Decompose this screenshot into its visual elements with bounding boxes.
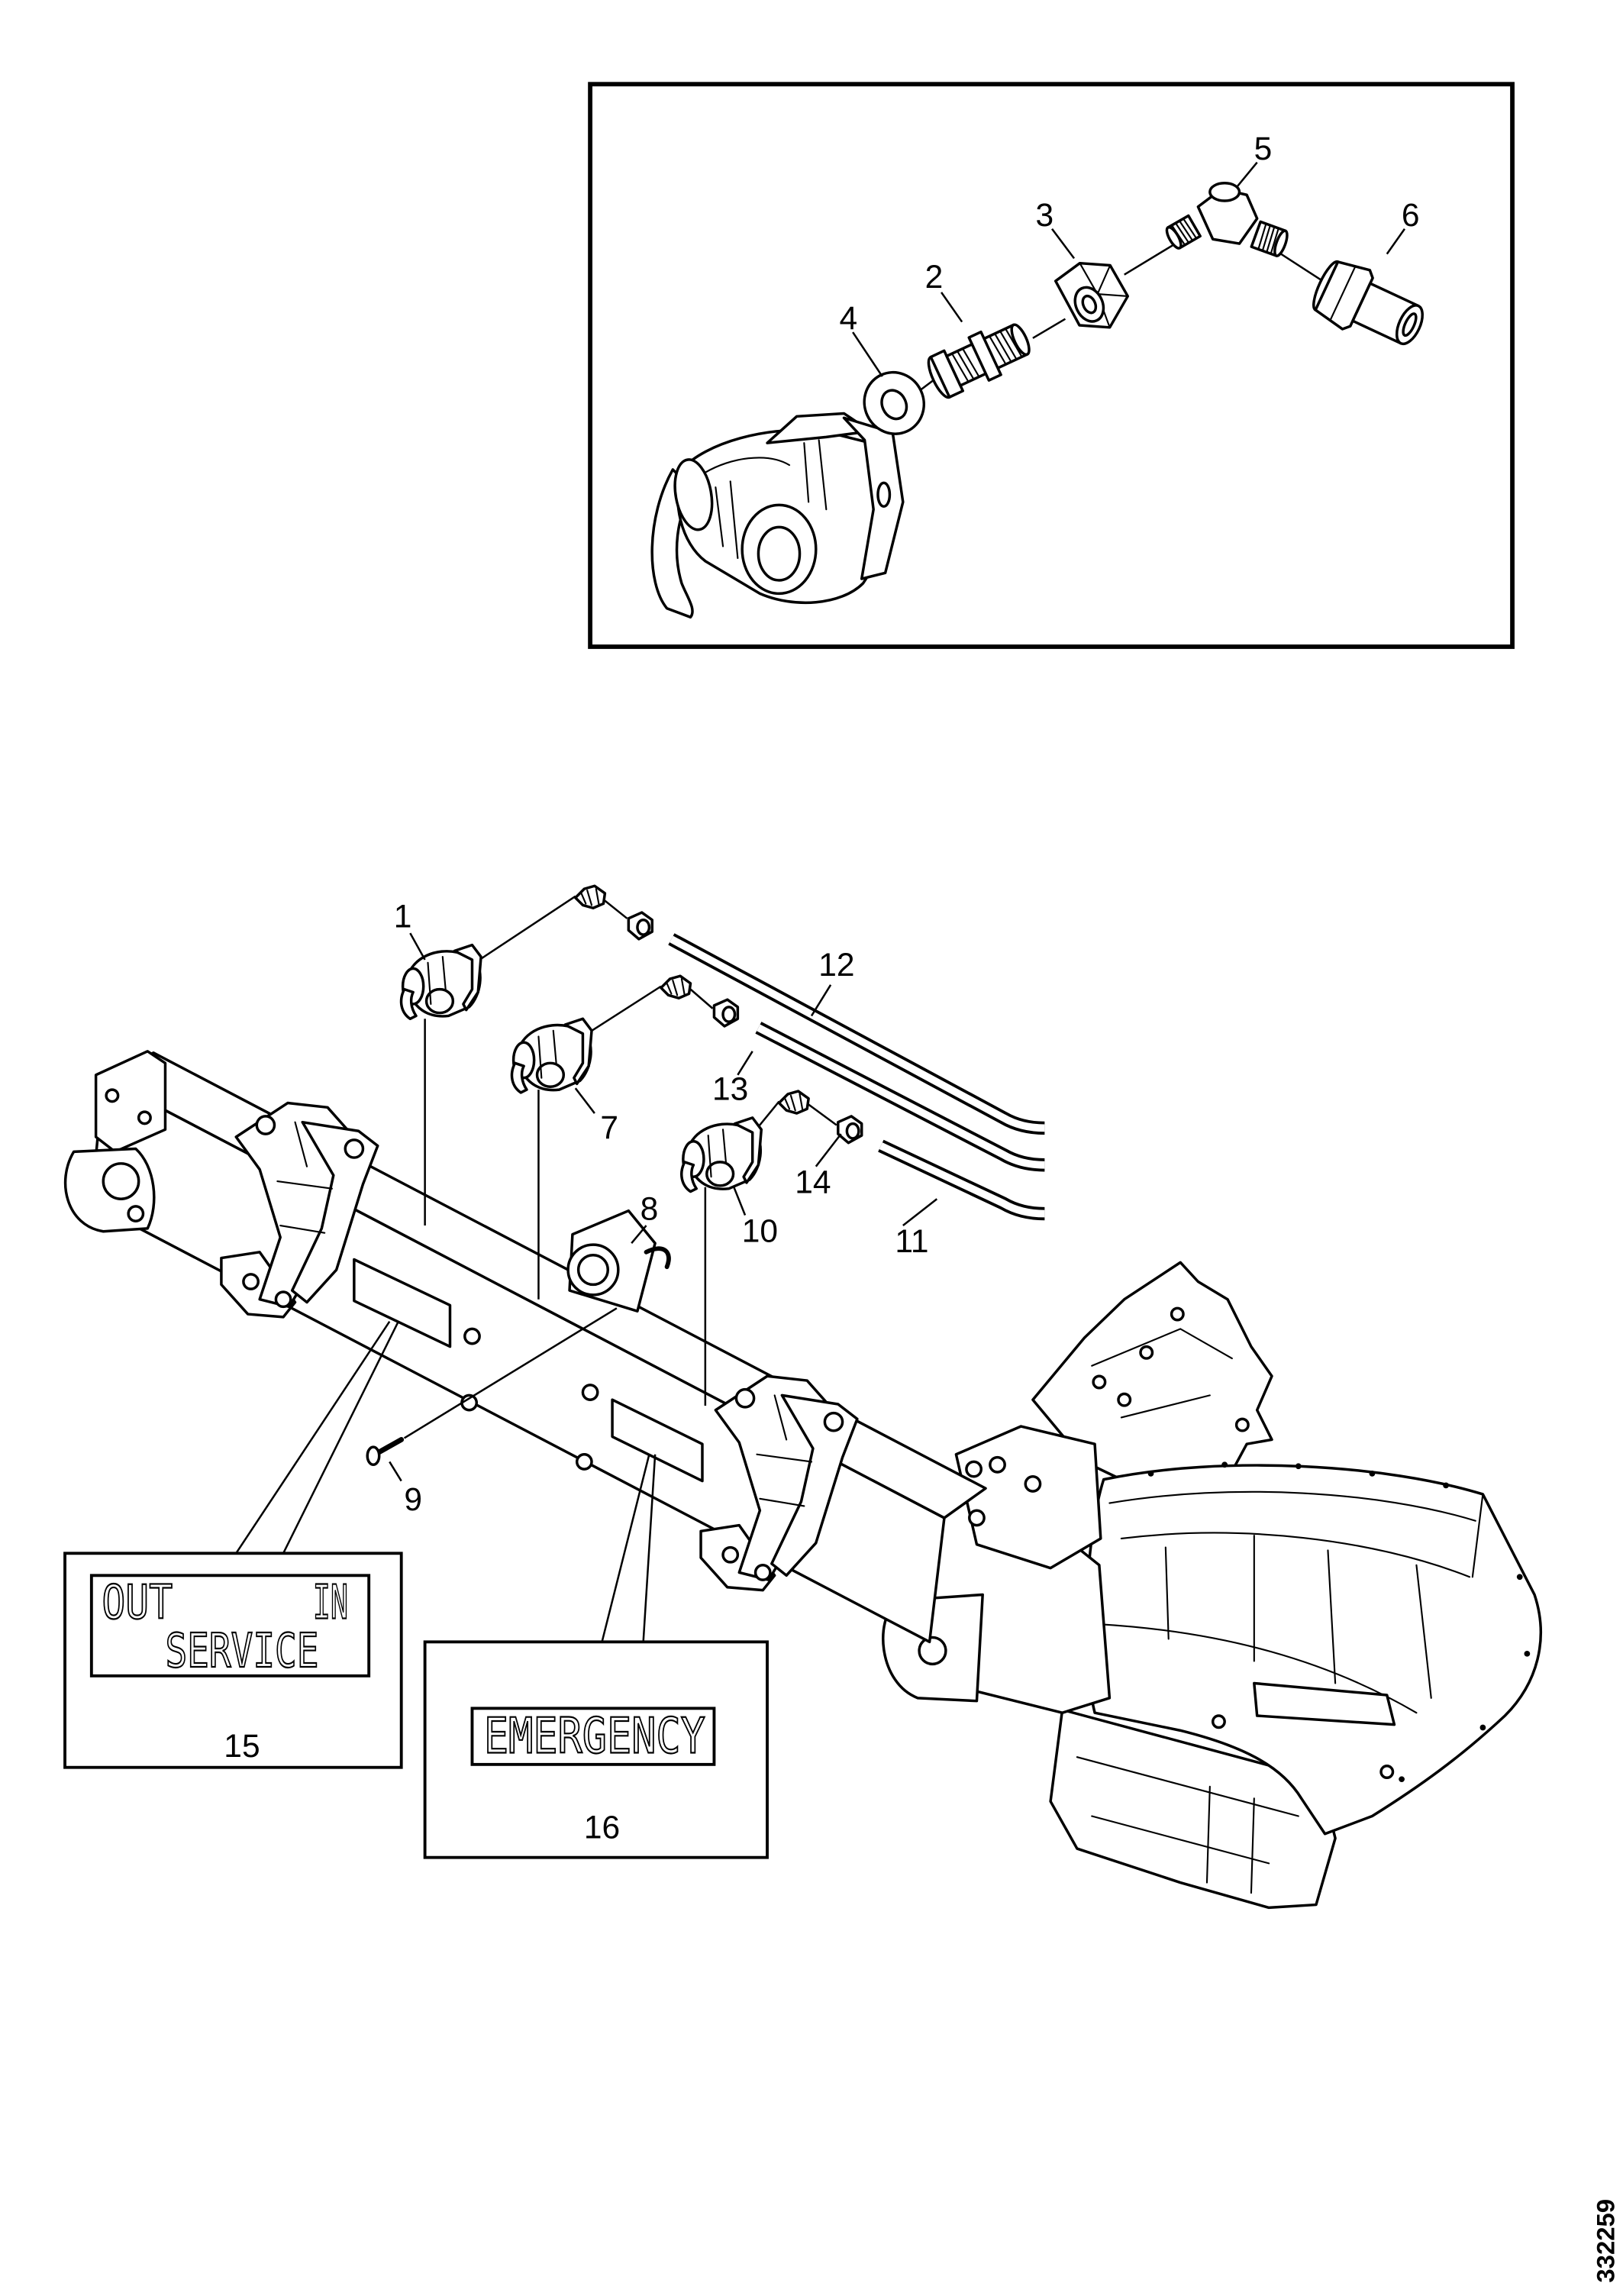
label-plate-service: [353, 1258, 452, 1348]
coupling-7: [510, 1017, 593, 1094]
service-label-out: OUT: [102, 1574, 173, 1629]
service-label-detail: OUT IN SERVICE 15: [63, 1552, 403, 1769]
callout-14: 14: [795, 1164, 831, 1200]
electrical-receptacle: [566, 1209, 671, 1313]
hose-13: [755, 1022, 1045, 1172]
assembly-lines: [403, 895, 837, 1439]
emergency-label-detail: EMERGENCY 16: [423, 1640, 769, 1859]
callout-13: 13: [712, 1071, 748, 1108]
bolt: [366, 1437, 405, 1467]
figure-id: 332259: [1591, 2199, 1619, 2283]
hose-fitting-7: [712, 998, 740, 1028]
hose-11: [878, 1139, 1045, 1221]
hose-fitting-1: [627, 911, 654, 941]
label-leader-lines: [235, 1321, 657, 1642]
threaded-connector: [927, 323, 1031, 399]
service-label: [89, 1574, 371, 1678]
coupling-10: [680, 1116, 763, 1193]
callout-10: 10: [742, 1213, 778, 1249]
service-label-service: SERVICE: [165, 1623, 318, 1678]
callout-2: 2: [925, 259, 944, 295]
callout-3: 3: [1036, 197, 1054, 234]
coupling-1: [399, 943, 482, 1021]
callout-1: 1: [394, 898, 412, 935]
service-label-in: IN: [313, 1574, 348, 1629]
callout-15: 15: [224, 1728, 260, 1765]
adapter-fitting: [1312, 260, 1424, 346]
callout-9: 9: [404, 1481, 422, 1518]
elbow-fitting-1: [574, 884, 607, 910]
label-plate-emergency: [611, 1398, 704, 1483]
callout-16: 16: [584, 1810, 620, 1846]
inset-frame: [588, 82, 1515, 649]
callout-6: 6: [1402, 197, 1420, 234]
callout-4: 4: [839, 300, 857, 337]
callout-11: 11: [895, 1223, 928, 1260]
callout-5: 5: [1254, 131, 1273, 167]
gladhand-coupling: [650, 412, 905, 619]
hose-fitting-14: [837, 1115, 863, 1145]
leader-lines-inset: [852, 161, 1405, 377]
hex-nut: [1053, 261, 1130, 329]
frame-tower: [1031, 1261, 1273, 1481]
inset-detail: 5 3 6 2 4: [588, 82, 1515, 649]
elbow-fitting-7: [660, 974, 692, 999]
emergency-label: [470, 1707, 716, 1766]
hose-12: [668, 933, 1045, 1135]
elbow-fitting: [1165, 182, 1289, 257]
main-assembly: 1 12 13 7 14 8 10 11 9: [63, 884, 1543, 1910]
elbow-fitting-10: [777, 1090, 810, 1115]
callout-8: 8: [640, 1190, 659, 1227]
callout-7: 7: [600, 1109, 618, 1146]
emergency-label-text: EMERGENCY: [484, 1708, 705, 1765]
callout-12: 12: [818, 947, 854, 983]
